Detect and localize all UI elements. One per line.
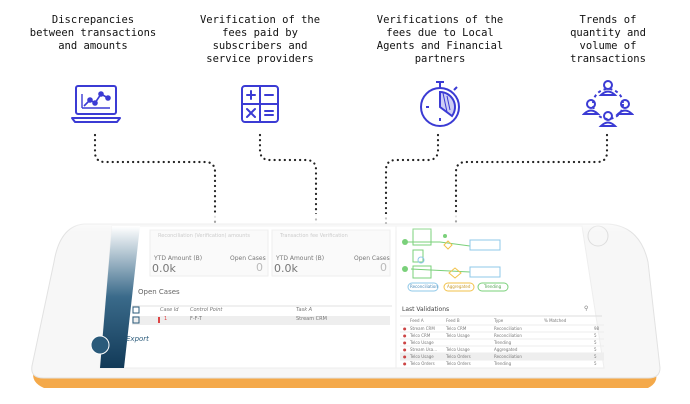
view-icon[interactable]: ● [403,333,407,338]
lv-col-b: Feed B [446,318,460,323]
flow-chip-trending[interactable]: Trending [484,284,502,289]
lv-row-a[interactable]: Telco Usage [410,340,434,345]
feature-label-fees-agents: Verifications of the fees due to Local A… [376,14,504,65]
lv-row-pct[interactable]: 5 [594,361,597,366]
lv-col-type: Type [494,318,504,323]
lv-row-b[interactable]: Telco CRM [446,326,467,331]
stopwatch-icon [414,78,466,130]
lv-row-type[interactable]: Trending [494,361,512,366]
users-network-icon [581,78,635,130]
view-icon[interactable]: ● [403,354,407,359]
lv-row-b[interactable]: Telco Orders [446,361,471,366]
lv-row-b[interactable]: Telco Orders [446,354,471,359]
lv-row-type[interactable]: Aggregated [494,347,518,352]
lv-row-type[interactable]: Reconciliation [494,333,522,338]
oc-row-caseid[interactable]: 1 [164,316,168,322]
lv-row-pct[interactable]: 5 [594,347,597,352]
laptop-chart-icon [70,78,122,130]
lv-row-a[interactable]: Stream CRM [410,326,435,331]
lv-row-type[interactable]: Trending [494,340,512,345]
lv-row-pct[interactable]: 5 [594,340,597,345]
search-icon[interactable]: ⚲ [584,305,589,312]
lv-row-pct[interactable]: 5 [594,354,597,359]
view-icon[interactable]: ● [403,326,407,331]
flow-chip-reconciliation[interactable]: Reconciliation [410,284,438,289]
last-validations-title: Last Validations [402,306,450,313]
lv-row-b[interactable]: Telco Usage [446,347,470,352]
app-sidebar [100,226,140,368]
kpi1-title: Reconciliation (Verification) amounts [158,233,250,239]
lv-row-pct[interactable]: 98 [594,326,600,331]
flow-chip-aggregated[interactable]: Aggregated [447,284,471,289]
view-icon[interactable]: ● [403,347,407,352]
oc-col-task: Task A [296,307,313,313]
lv-row-a[interactable]: Telco CRM [410,333,431,338]
kpi2-ytd-label: YTD Amount (B) [276,255,325,262]
kpi2-ytd-value: 0.0k [274,262,298,275]
kpi1-open-label: Open Cases [230,255,266,262]
feature-label-fees-subscribers: Verification of the fees paid by subscri… [199,14,321,65]
feature-label-discrepancies: Discrepancies between transactions and a… [29,14,157,52]
lv-row-a[interactable]: Stream Usa... [410,347,438,352]
lv-row-type[interactable]: Reconciliation [494,326,522,331]
feature-label-trends: Trends of quantity and volume of transac… [570,14,646,65]
kpi2-title: Transaction fee Verification [280,233,348,239]
view-icon[interactable]: ● [403,340,407,345]
lv-row-type[interactable]: Reconciliation [494,354,522,359]
lv-row-a[interactable]: Telco Usage [410,354,434,359]
lv-row-b[interactable]: Telco Usage [446,333,470,338]
kpi2-open-label: Open Cases [354,255,390,262]
lv-col-pct: % Matched [544,318,567,323]
kpi1-ytd-value: 0.0k [152,262,176,275]
calculator-icon [234,78,286,130]
oc-row-control[interactable]: F-F-T [190,316,202,322]
kpi1-open-value: 0 [256,261,263,274]
lv-col-a: Feed A [410,318,424,323]
oc-col-caseid: Case Id [160,307,179,313]
export-button[interactable]: Export [126,335,149,343]
kpi1-ytd-label: YTD Amount (B) [154,255,203,262]
lv-row-a[interactable]: Telco Orders [410,361,435,366]
oc-row-task[interactable]: Stream CRM [296,316,327,322]
oc-col-control: Control Point [190,307,223,313]
view-icon[interactable]: ● [403,361,407,366]
open-cases-title: Open Cases [138,288,180,296]
lv-row-pct[interactable]: 5 [594,333,597,338]
kpi2-open-value: 0 [380,261,387,274]
